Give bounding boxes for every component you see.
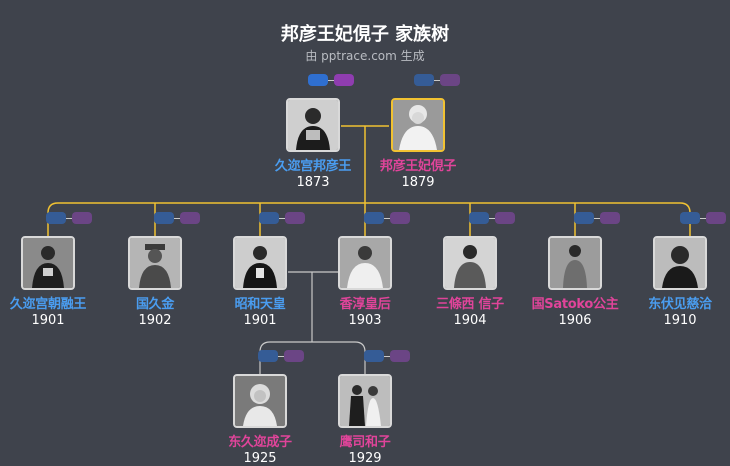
person-birth-year: 1902 — [138, 313, 172, 328]
person-card-c5[interactable]: 三條西 信子 1904 — [415, 236, 525, 328]
expand-mother-button[interactable] — [390, 350, 410, 362]
portrait-photo — [128, 236, 182, 290]
expand-buttons-c4 — [364, 212, 410, 224]
person-birth-year: 1873 — [296, 175, 330, 190]
person-name: 久迩宫朝融王 — [9, 297, 87, 312]
expand-buttons-mother — [414, 74, 460, 86]
person-name: 三條西 信子 — [436, 297, 504, 312]
expand-mother-button[interactable] — [72, 212, 92, 224]
expand-buttons-c7 — [680, 212, 726, 224]
portrait-photo — [286, 98, 340, 152]
expand-buttons-c5 — [469, 212, 515, 224]
person-birth-year: 1906 — [558, 313, 592, 328]
portrait-photo — [338, 374, 392, 428]
person-card-mother[interactable]: 邦彦王妃俔子 1879 — [363, 98, 473, 190]
person-name: 国Satoko公主 — [531, 297, 619, 312]
expand-mother-button[interactable] — [600, 212, 620, 224]
person-name: 昭和天皇 — [234, 297, 286, 312]
person-birth-year: 1901 — [31, 313, 65, 328]
person-card-c6[interactable]: 国Satoko公主 1906 — [520, 236, 630, 328]
person-card-c7[interactable]: 东伏见慈洽 1910 — [625, 236, 730, 328]
expand-buttons-c3 — [259, 212, 305, 224]
person-birth-year: 1879 — [401, 175, 435, 190]
expand-buttons-g1 — [258, 350, 304, 362]
portrait-photo — [21, 236, 75, 290]
expand-mother-button[interactable] — [334, 74, 354, 86]
person-card-c3[interactable]: 昭和天皇 1901 — [205, 236, 315, 328]
expand-father-button[interactable] — [680, 212, 700, 224]
person-name: 久迩宫邦彦王 — [274, 159, 352, 174]
page-title: 邦彦王妃俔子 家族树 — [280, 24, 450, 45]
expand-father-button[interactable] — [574, 212, 594, 224]
expand-mother-button[interactable] — [180, 212, 200, 224]
person-card-c4[interactable]: 香淳皇后 1903 — [310, 236, 420, 328]
expand-mother-button[interactable] — [390, 212, 410, 224]
portrait-photo — [233, 236, 287, 290]
person-name: 东久迩成子 — [228, 435, 292, 450]
person-card-c2[interactable]: 国久金 1902 — [100, 236, 210, 328]
portrait-photo — [548, 236, 602, 290]
expand-father-button[interactable] — [364, 212, 384, 224]
expand-father-button[interactable] — [469, 212, 489, 224]
expand-mother-button[interactable] — [706, 212, 726, 224]
portrait-photo — [233, 374, 287, 428]
person-card-c1[interactable]: 久迩宫朝融王 1901 — [0, 236, 103, 328]
person-name: 鹰司和子 — [339, 435, 391, 450]
expand-father-button[interactable] — [46, 212, 66, 224]
person-name: 香淳皇后 — [339, 297, 391, 312]
expand-father-button[interactable] — [258, 350, 278, 362]
expand-father-button[interactable] — [154, 212, 174, 224]
page-subtitle: 由 pptrace.com 生成 — [305, 49, 425, 63]
expand-mother-button[interactable] — [495, 212, 515, 224]
person-birth-year: 1901 — [243, 313, 277, 328]
expand-mother-button[interactable] — [440, 74, 460, 86]
person-name: 国久金 — [135, 297, 175, 312]
expand-father-button[interactable] — [364, 350, 384, 362]
person-card-father[interactable]: 久迩宫邦彦王 1873 — [258, 98, 368, 190]
portrait-photo — [338, 236, 392, 290]
expand-buttons-c1 — [46, 212, 92, 224]
expand-father-button[interactable] — [414, 74, 434, 86]
portrait-photo — [391, 98, 445, 152]
expand-buttons-father — [308, 74, 354, 86]
person-birth-year: 1910 — [663, 313, 697, 328]
person-birth-year: 1904 — [453, 313, 487, 328]
expand-buttons-c2 — [154, 212, 200, 224]
person-card-g2[interactable]: 鹰司和子 1929 — [310, 374, 420, 466]
person-birth-year: 1903 — [348, 313, 382, 328]
expand-father-button[interactable] — [308, 74, 328, 86]
expand-buttons-c6 — [574, 212, 620, 224]
portrait-photo — [443, 236, 497, 290]
person-name: 邦彦王妃俔子 — [379, 159, 457, 174]
person-card-g1[interactable]: 东久迩成子 1925 — [205, 374, 315, 466]
person-birth-year: 1929 — [348, 451, 382, 466]
expand-mother-button[interactable] — [284, 350, 304, 362]
person-name: 东伏见慈洽 — [648, 297, 712, 312]
expand-buttons-g2 — [364, 350, 410, 362]
expand-father-button[interactable] — [259, 212, 279, 224]
children-bar — [47, 202, 691, 214]
portrait-photo — [653, 236, 707, 290]
person-birth-year: 1925 — [243, 451, 277, 466]
expand-mother-button[interactable] — [285, 212, 305, 224]
